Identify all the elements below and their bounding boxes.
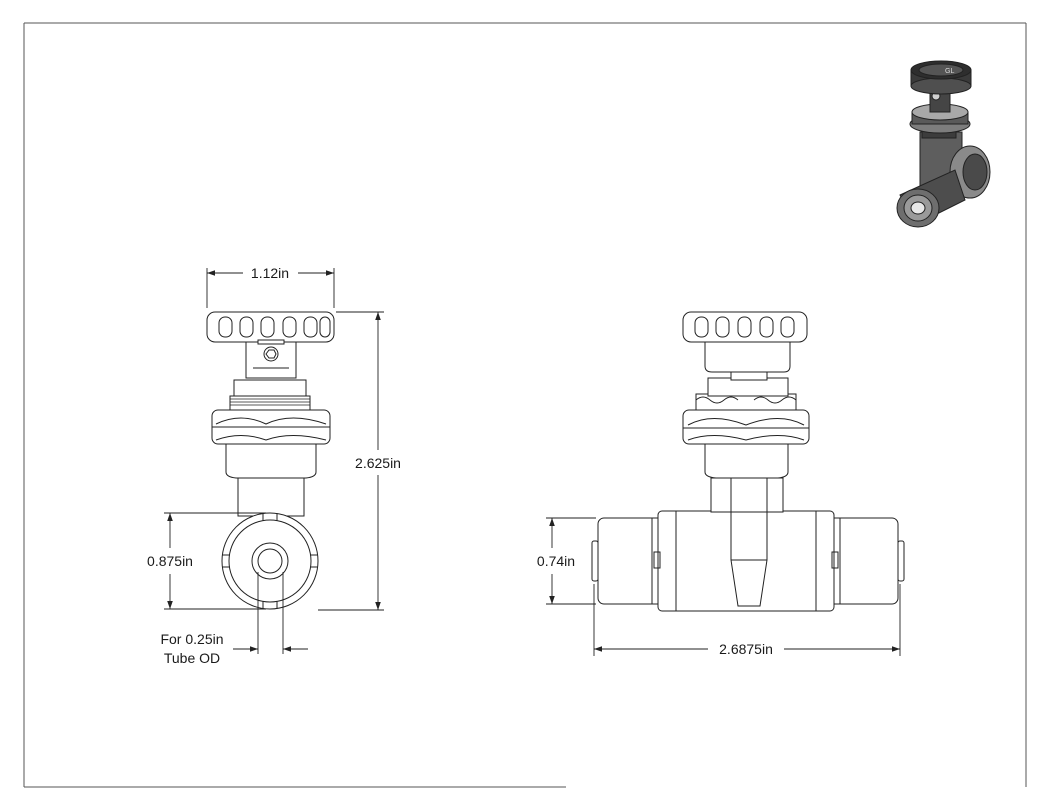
svg-text:GL: GL (945, 68, 954, 75)
side-port-height-label: 0.74in (537, 553, 575, 569)
front-port-height-label: 0.875in (147, 553, 193, 569)
tube-note-line2: Tube OD (164, 650, 220, 666)
front-view (206, 311, 335, 610)
front-stem (245, 341, 297, 379)
side-hex-nut (682, 409, 810, 445)
side-knob (682, 311, 808, 343)
side-view (591, 311, 905, 612)
isometric-view: GL (896, 60, 991, 228)
side-stem (704, 341, 791, 373)
front-body (225, 443, 317, 479)
front-height-label: 2.625in (355, 455, 401, 471)
side-neck (704, 443, 789, 479)
tube-note-line1: For 0.25in (160, 631, 223, 647)
front-bonnet (233, 379, 307, 397)
sheet-border (23, 22, 1027, 788)
side-dimensions (546, 517, 901, 656)
front-dimensions (164, 268, 384, 654)
front-knob (206, 311, 335, 343)
front-port (221, 512, 319, 610)
front-width-label: 1.12in (251, 265, 289, 281)
side-length-label: 2.6875in (719, 641, 773, 657)
side-center-body (657, 510, 835, 612)
